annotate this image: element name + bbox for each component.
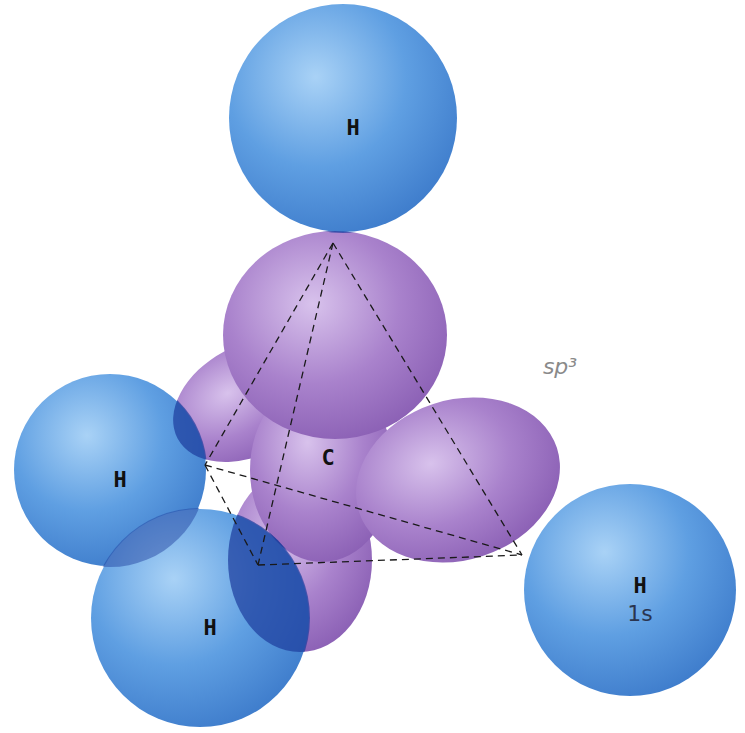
tetrahedron-edge	[205, 465, 258, 565]
sphere-outline	[523, 483, 737, 697]
tetrahedron-edge	[258, 555, 522, 565]
sphere-text-box: H 1s	[523, 483, 745, 717]
sp3-lobe	[223, 231, 447, 439]
atom-label: H	[113, 468, 126, 492]
hydrogen-sphere	[524, 484, 736, 696]
tetrahedron-edge	[333, 243, 522, 555]
sphere-text-box: H	[228, 3, 478, 253]
sphere-overlap	[90, 508, 310, 728]
hydrogen-1s-orbital: H	[228, 3, 478, 253]
tetrahedron-edge	[258, 243, 333, 565]
hydrogen-1s-orbital: H 1s	[523, 483, 745, 717]
tetrahedron-outline	[205, 243, 522, 565]
orbital-overlap	[228, 378, 394, 652]
orbital-overlap	[334, 372, 581, 588]
atom-label: H	[633, 574, 646, 598]
tetrahedron-edge	[205, 465, 522, 555]
orbital-label: 1s	[627, 602, 652, 626]
atom-label: H	[203, 616, 216, 640]
orbital-overlap	[223, 231, 447, 439]
atom-label: H	[346, 116, 359, 140]
sphere-outline	[228, 3, 458, 233]
tetrahedron-edge	[205, 243, 333, 465]
orbital-label: sp³	[543, 355, 577, 379]
hydrogen-sphere	[229, 4, 457, 232]
atom-label: C	[321, 446, 334, 470]
